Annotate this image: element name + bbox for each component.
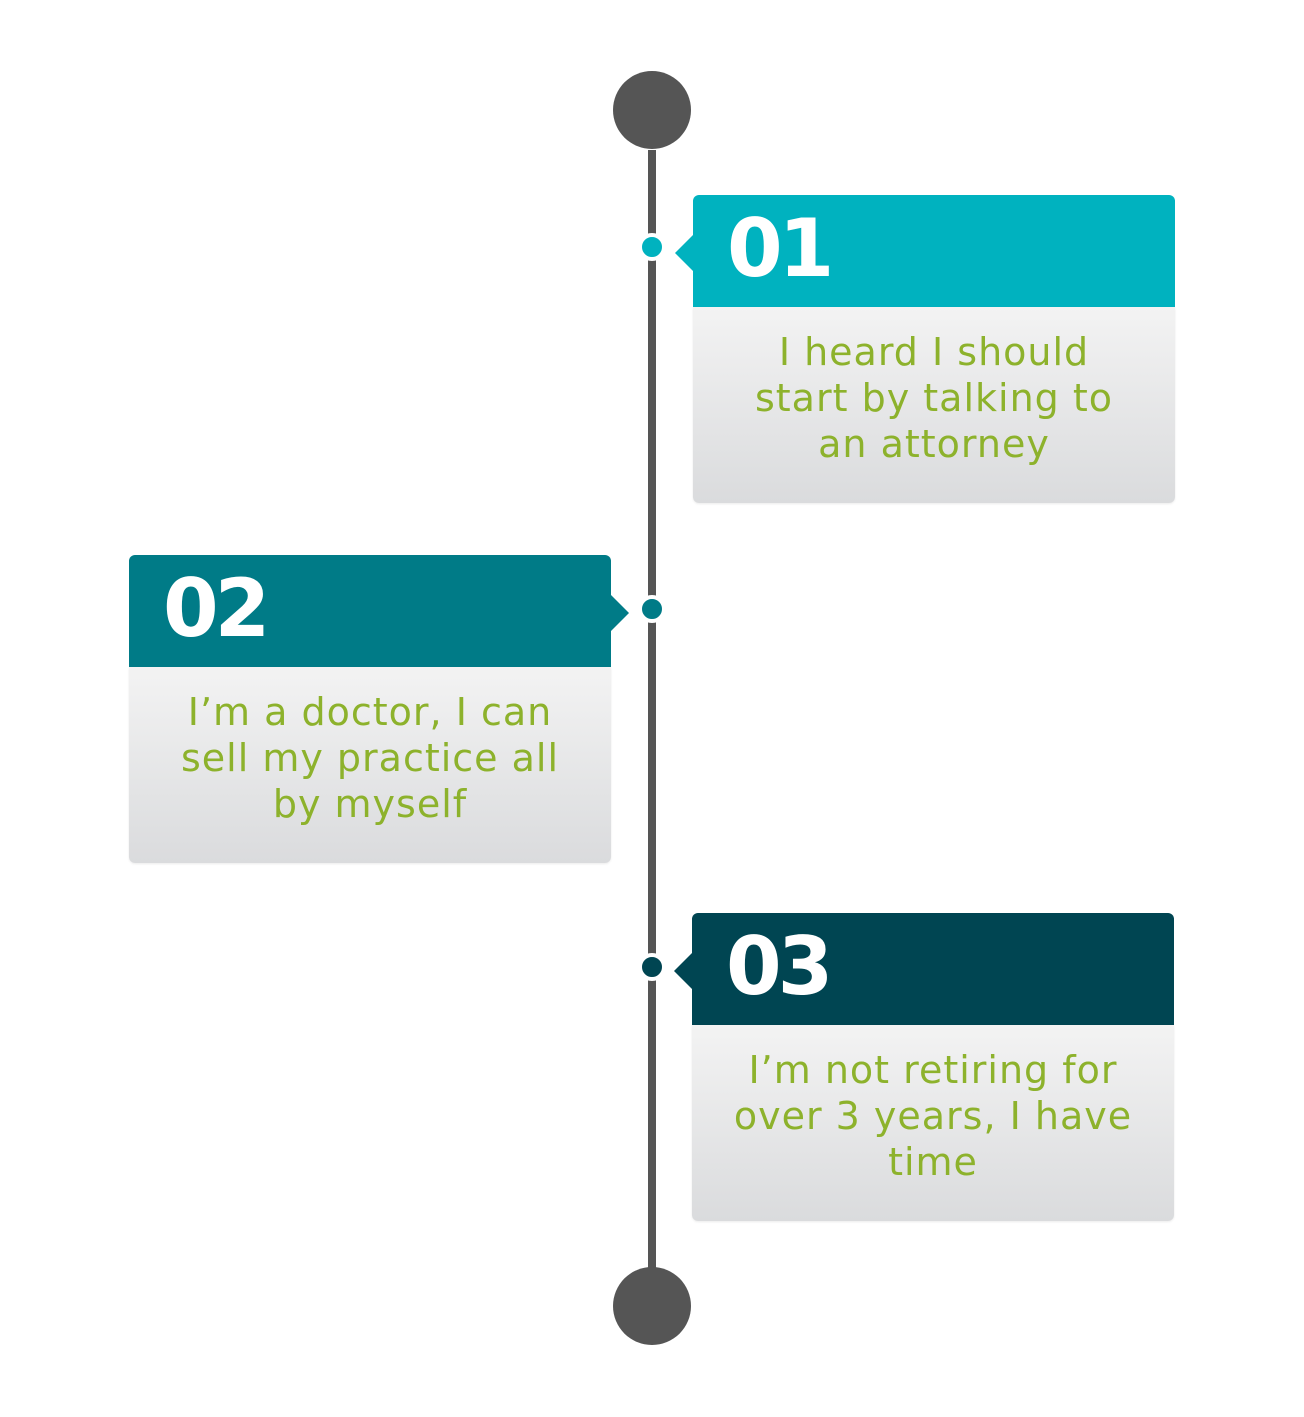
step-03-number: 03 xyxy=(726,920,833,1013)
step-02-text: I’m a doctor, I can sell my practice all… xyxy=(180,690,560,826)
timeline-start-cap xyxy=(613,71,691,149)
step-02-pointer xyxy=(611,595,629,631)
step-03-text: I’m not retiring for over 3 years, I hav… xyxy=(733,1048,1133,1184)
step-01-body: I heard I should start by talking to an … xyxy=(693,307,1175,503)
step-02-header: 02 xyxy=(129,555,611,667)
step-03-body: I’m not retiring for over 3 years, I hav… xyxy=(692,1025,1174,1221)
step-02-body: I’m a doctor, I can sell my practice all… xyxy=(129,667,611,863)
step-03-header: 03 xyxy=(692,913,1174,1025)
step-02-number: 02 xyxy=(163,562,270,655)
step-01-header: 01 xyxy=(693,195,1175,307)
step-01-card: 01 I heard I should start by talking to … xyxy=(675,195,1175,503)
step-02-node xyxy=(638,595,666,623)
step-03-card: 03 I’m not retiring for over 3 years, I … xyxy=(674,913,1174,1221)
step-01-pointer xyxy=(675,235,693,271)
step-03-pointer xyxy=(674,953,692,989)
timeline-line xyxy=(648,150,656,1268)
timeline-end-cap xyxy=(613,1267,691,1345)
step-03-node xyxy=(638,953,666,981)
step-02-card: 02 I’m a doctor, I can sell my practice … xyxy=(129,555,629,863)
step-01-number: 01 xyxy=(727,202,834,295)
step-01-node xyxy=(638,233,666,261)
step-01-text: I heard I should start by talking to an … xyxy=(754,330,1113,466)
